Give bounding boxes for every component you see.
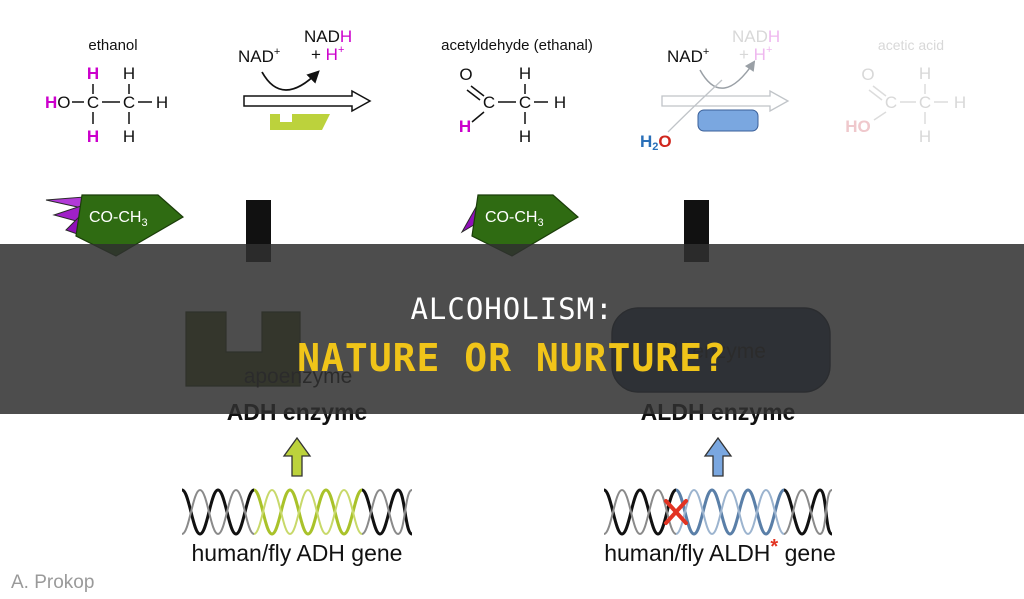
dna-strand-segment xyxy=(747,489,767,535)
dna-strand-segment xyxy=(819,489,833,535)
acetic-acid-h-top: H xyxy=(919,64,931,83)
coenzyme-1-fan-1 xyxy=(45,196,85,209)
acetic-acid-h-bot: H xyxy=(919,127,931,146)
acetaldehyde-c2: C xyxy=(519,93,531,112)
adh-gene-dna xyxy=(181,488,414,536)
aldh-reaction: NAD+ NADH + H+ H2O xyxy=(640,27,790,153)
ethanol-c1: C xyxy=(87,93,99,112)
acetaldehyde-o: O xyxy=(459,65,472,84)
acetic-acid-c1: C xyxy=(885,93,897,112)
dna-strand-segment xyxy=(217,489,237,535)
acetaldehyde-h-purple: H xyxy=(459,117,471,136)
ethanol-molecule: ethanol H H HO C C H H H xyxy=(45,37,168,146)
dna-strand-segment xyxy=(693,489,713,535)
aldh-expression-arrow xyxy=(703,436,733,477)
dna-strand-segment xyxy=(199,489,219,535)
acetic-acid-molecule: acetic acid O H C C H HO H xyxy=(845,37,966,146)
nad-in-1: NAD+ xyxy=(238,46,280,66)
dna-strand-segment xyxy=(603,489,623,535)
dna-strand-segment xyxy=(253,489,273,535)
ethanol-h-right: H xyxy=(156,93,168,112)
aldh-gene-label: human/fly ALDH* gene xyxy=(604,536,836,566)
dna-strand-segment xyxy=(181,489,201,535)
acetaldehyde-label: acetyldehyde (ethanal) xyxy=(441,37,593,54)
water-label: H2O xyxy=(640,132,672,153)
dna-strand-segment xyxy=(361,489,381,535)
dna-strand-segment xyxy=(729,489,749,535)
proton-out-2: + H+ xyxy=(739,44,772,64)
coenzyme-2-label: CO-CH3 xyxy=(485,209,544,229)
acetaldehyde-molecule: acetyldehyde (ethanal) O H C C H H H xyxy=(441,37,593,146)
banner-subtitle: NATURE OR NURTURE? xyxy=(297,336,727,380)
dna-strand-segment xyxy=(675,489,695,535)
ethanol-c2: C xyxy=(123,93,135,112)
dna-strand-segment xyxy=(325,489,345,535)
dna-strand-segment xyxy=(801,489,821,535)
dna-strand-segment xyxy=(271,489,291,535)
title-banner: ALCOHOLISM: NATURE OR NURTURE? xyxy=(0,244,1024,414)
dna-strand-segment xyxy=(235,489,255,535)
dna-strand-segment xyxy=(289,489,309,535)
banner-title: ALCOHOLISM: xyxy=(410,292,614,326)
adh-gene-label: human/fly ADH gene xyxy=(192,540,403,566)
ethanol-h-top-1: H xyxy=(87,64,99,83)
aldh-gene-dna xyxy=(603,488,834,536)
nadh-out-1: NADH xyxy=(304,27,352,46)
dna-strand-segment xyxy=(711,489,731,535)
ethanol-label: ethanol xyxy=(88,37,137,54)
coenzyme-1-label: CO-CH3 xyxy=(89,209,148,229)
acetaldehyde-h-top: H xyxy=(519,64,531,83)
coenzyme-2: CO-CH3 xyxy=(460,194,580,257)
acetaldehyde-h-right: H xyxy=(554,93,566,112)
nad-in-2: NAD+ xyxy=(667,46,709,66)
coenzyme-1: CO-CH3 xyxy=(45,194,185,257)
dna-strand-segment xyxy=(343,489,363,535)
dna-strand-segment xyxy=(639,489,659,535)
dna-strand-segment xyxy=(379,489,399,535)
acetic-acid-label: acetic acid xyxy=(878,37,944,53)
dna-strand-segment xyxy=(765,489,785,535)
nadh-out-2: NADH xyxy=(732,27,780,46)
ethanol-h-bot-1: H xyxy=(87,127,99,146)
cofactor-curve-arrow-2 xyxy=(699,60,756,89)
adh-expression-arrow xyxy=(282,436,312,477)
acetic-acid-h-right: H xyxy=(954,93,966,112)
ethanol-hydroxyl: HO xyxy=(45,93,71,112)
acetic-acid-c2: C xyxy=(919,93,931,112)
aldh-active-site-shape xyxy=(697,109,759,132)
adh-active-site-shape xyxy=(270,114,330,130)
coenzyme-1-pentagon xyxy=(75,194,185,257)
adh-reaction: NAD+ NADH + H+ xyxy=(238,27,372,130)
dna-strand-segment xyxy=(657,489,677,535)
cofactor-curve-arrow-1 xyxy=(261,70,320,91)
dna-strand-segment xyxy=(783,489,803,535)
dna-strand-segment xyxy=(307,489,327,535)
acetic-acid-o: O xyxy=(861,65,874,84)
reaction-arrow-1 xyxy=(243,89,372,113)
author-credit: A. Prokop xyxy=(11,572,94,593)
acetaldehyde-c1: C xyxy=(483,93,495,112)
ethanol-h-top-2: H xyxy=(123,64,135,83)
dna-strand-segment xyxy=(397,489,413,535)
water-curve xyxy=(667,79,723,133)
proton-out-1: + H+ xyxy=(311,44,344,64)
acetic-acid-hydroxyl: HO xyxy=(845,117,871,136)
dna-strand-segment xyxy=(621,489,641,535)
reaction-arrow-2 xyxy=(661,89,790,113)
acetaldehyde-h-bot: H xyxy=(519,127,531,146)
ethanol-h-bot-2: H xyxy=(123,127,135,146)
aldh-mutation-mark-icon xyxy=(664,499,688,525)
coenzyme-2-pentagon xyxy=(471,194,580,257)
